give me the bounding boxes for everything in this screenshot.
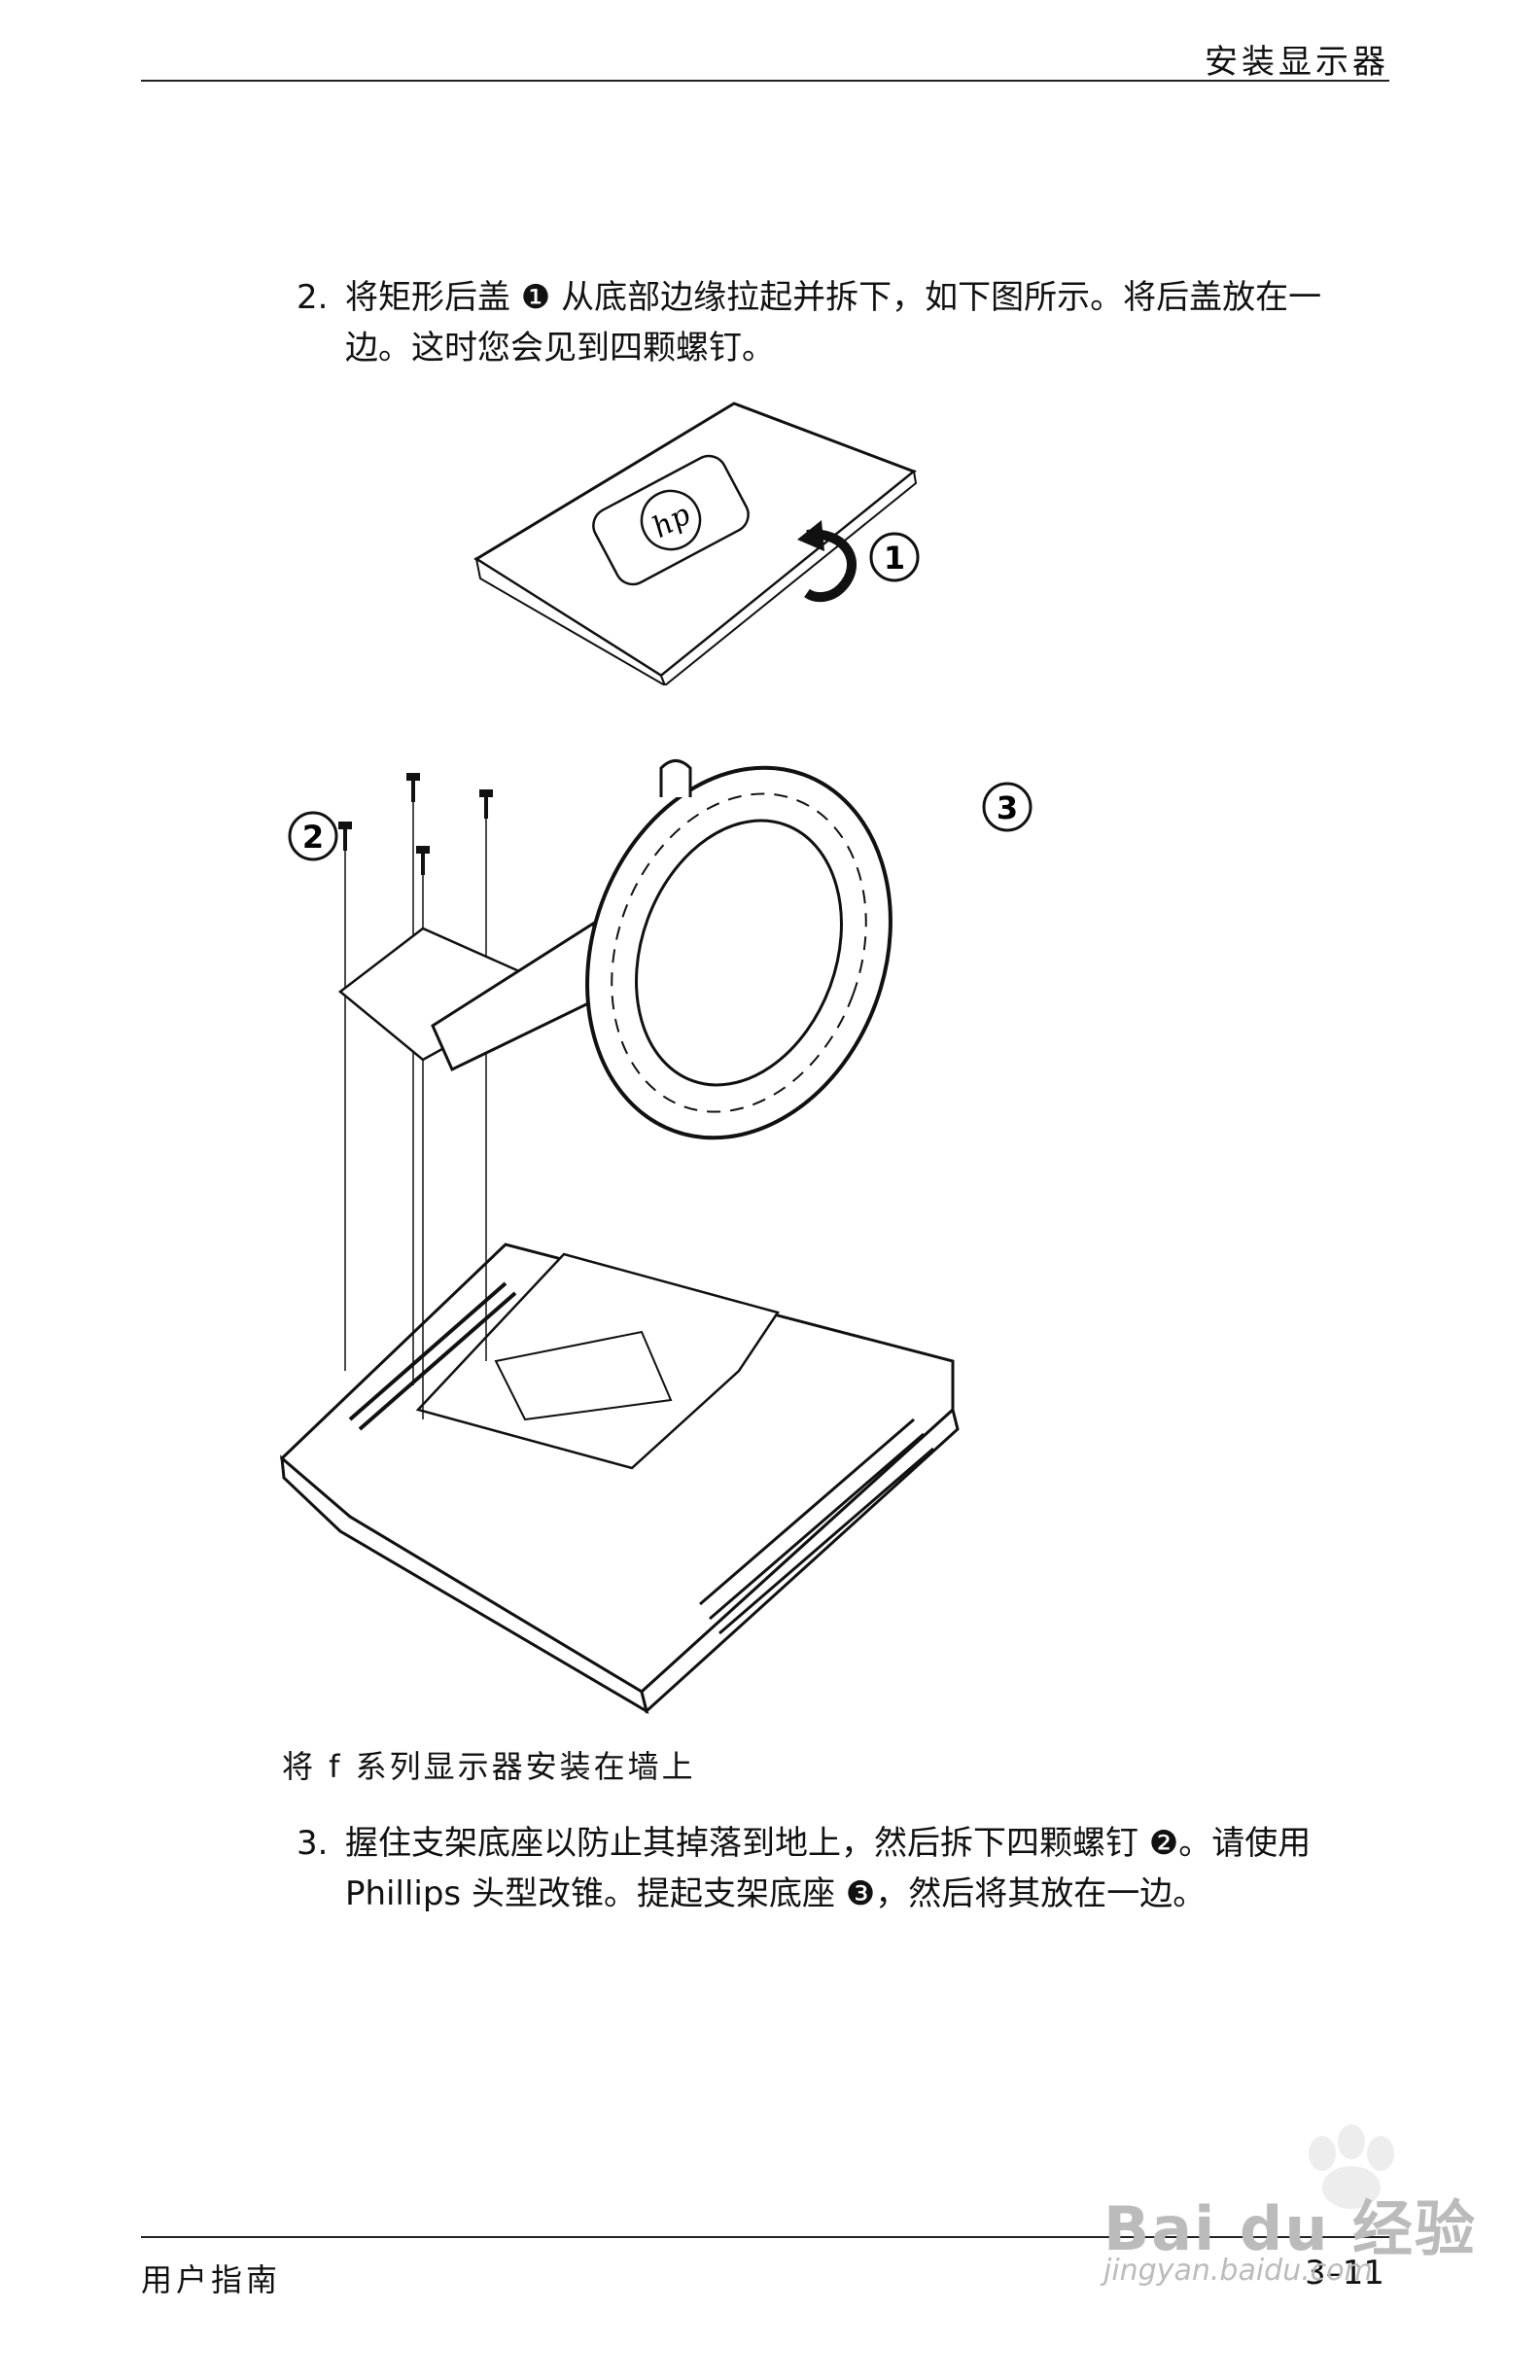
step-number: 2. (297, 278, 329, 317)
header-title: 安装显示器 (1205, 43, 1389, 82)
step-3: 3. 握住支架底座以防止其掉落到地上，然后拆下四颗螺钉 ❷。请使用 Philli… (297, 1818, 1376, 1974)
callout-3: 3 (982, 782, 1032, 832)
svg-text:2: 2 (302, 819, 324, 856)
footer-title: 用户指南 (141, 2261, 282, 2298)
callout-2: 2 (288, 811, 338, 861)
watermark-paw-icon (1309, 2124, 1394, 2209)
page-number: 3–11 (1305, 2254, 1384, 2292)
figure-caption: 将 f 系列显示器安装在墙上 (282, 1748, 696, 1785)
step-2: 2. 将矩形后盖 ❶ 从底部边缘拉起并拆下，如下图所示。将后盖放在一边。这时您会… (297, 272, 1376, 379)
rear-cover-illustration: hp 1 (473, 402, 920, 685)
monitor-stand-removal-illustration: 2 3 (279, 759, 1032, 1715)
step-number: 3. (297, 1824, 329, 1863)
step-text: 将矩形后盖 ❶ 从底部边缘拉起并拆下，如下图所示。将后盖放在一边。这时您会见到四… (345, 278, 1322, 368)
footer-rule (141, 2236, 1389, 2238)
svg-text:3: 3 (997, 789, 1018, 826)
callout-1: 1 (869, 532, 920, 582)
watermark-brand: Bai du 经验 (1103, 2193, 1478, 2264)
step-text: 握住支架底座以防止其掉落到地上，然后拆下四颗螺钉 ❷。请使用 Phillips … (345, 1824, 1312, 1913)
svg-text:1: 1 (884, 540, 905, 577)
watermark-url: jingyan.baidu.com (1103, 2254, 1373, 2288)
page-header: 安装显示器 (141, 29, 1389, 82)
